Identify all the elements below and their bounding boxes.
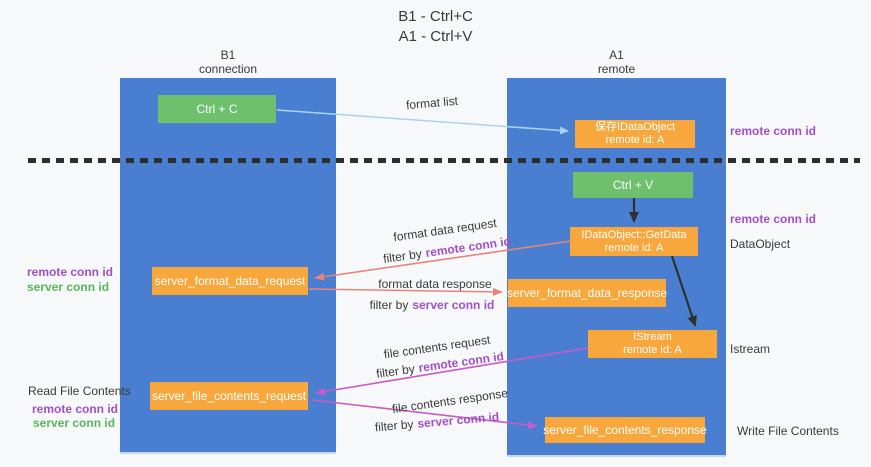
node-sfdreq-label: server_format_data_request [154, 274, 306, 288]
side-label-server-conn-id-left1: server conn id [27, 280, 110, 294]
side-label-remote-conn-id-mid: remote conn id [730, 212, 817, 226]
side-label-remote-conn-id-left1: remote conn id [27, 265, 114, 279]
node-getdata-line1: IDataObject::GetData [581, 228, 687, 241]
column-b1-subtitle: connection [198, 62, 258, 76]
node-ctrl-v: Ctrl + V [573, 172, 693, 198]
node-istream-line2: remote id: A [623, 344, 682, 356]
node-save-idataobject-line1: 保存IDataObject [594, 121, 676, 133]
column-a1-name: A1 [609, 48, 624, 62]
node-ctrl-c: Ctrl + C [158, 95, 276, 123]
side-label-remote-conn-id-top: remote conn id [730, 124, 817, 138]
side-label-server-conn-id-left2: server conn id [33, 416, 116, 430]
node-istream: IStream remote id: A [588, 330, 717, 358]
column-header-b1: B1 connection [120, 48, 336, 76]
node-server-format-data-request: server_format_data_request [152, 267, 308, 295]
column-b1-name: B1 [220, 48, 236, 62]
filter-by-text: filter by [369, 298, 409, 312]
diagram-title: B1 - Ctrl+C A1 - Ctrl+V [0, 7, 871, 47]
separator-dashed-line [28, 158, 860, 163]
node-idataobject-getdata: IDataObject::GetData remote id: A [570, 227, 698, 256]
node-server-file-contents-request: server_file_contents_request [150, 382, 308, 410]
node-server-file-contents-response: server_file_contents_response [543, 417, 707, 443]
node-ctrl-v-label: Ctrl + V [612, 178, 654, 192]
side-label-dataobject: DataObject [730, 237, 791, 251]
node-sfcresp-label: server_file_contents_response [543, 423, 707, 437]
side-label-remote-conn-id-left2: remote conn id [32, 402, 119, 416]
title-line-1: B1 - Ctrl+C [398, 8, 473, 25]
node-save-idataobject-line2: remote id: A [605, 134, 665, 146]
filter-by-text: filter by [375, 361, 416, 381]
node-save-idataobject: 保存IDataObject remote id: A [575, 120, 695, 148]
filter-by-text: filter by [374, 417, 415, 435]
filter-by-text: filter by [382, 246, 423, 266]
flow-label-format-data-response: format data response [378, 277, 492, 291]
side-label-read-file-contents: Read File Contents [28, 384, 131, 398]
node-server-format-data-response: server_format_data_response [506, 279, 668, 307]
side-label-istream: Istream [730, 342, 771, 356]
flow-label-format-list: format list [405, 93, 459, 113]
side-label-write-file-contents: Write File Contents [737, 424, 839, 438]
column-header-a1: A1 remote [507, 48, 726, 76]
server-conn-id-text: server conn id [416, 409, 500, 431]
server-conn-id-text: server conn id [412, 298, 495, 312]
node-istream-line1: IStream [633, 331, 672, 343]
node-ctrl-c-label: Ctrl + C [196, 102, 238, 116]
title-line-2: A1 - Ctrl+V [398, 28, 473, 45]
column-a1-subtitle: remote [597, 62, 636, 76]
node-sfdresp-label: server_format_data_response [506, 286, 668, 300]
node-sfcreq-label: server_file_contents_request [151, 389, 307, 403]
node-getdata-line2: remote id: A [604, 241, 664, 254]
